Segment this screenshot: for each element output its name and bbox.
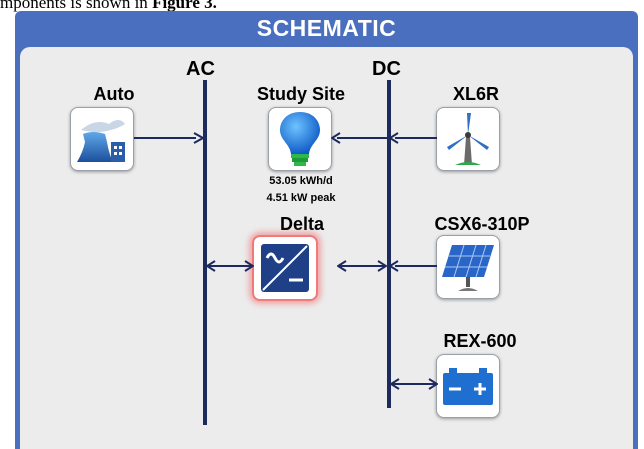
converter-label: Delta bbox=[279, 214, 324, 234]
ac-converter-connector bbox=[206, 260, 254, 272]
figure-caption: mponents is shown in Figure 3. bbox=[0, 0, 217, 12]
load-component[interactable] bbox=[268, 107, 332, 171]
solar-panel-icon bbox=[442, 244, 494, 291]
ac-bus[interactable] bbox=[203, 80, 207, 425]
load-energy: 53.05 kWh/d bbox=[269, 175, 333, 187]
battery-label: REX-600 bbox=[443, 331, 517, 351]
battery-component[interactable] bbox=[436, 354, 500, 418]
load-label: Study Site bbox=[256, 84, 345, 104]
light-bulb-icon bbox=[280, 112, 320, 166]
grid-component[interactable] bbox=[70, 107, 134, 171]
ac-bus-label: AC bbox=[186, 58, 215, 80]
power-plant-icon bbox=[77, 120, 125, 162]
wind-to-dc-connector bbox=[389, 132, 437, 144]
converter-dc-connector bbox=[337, 260, 387, 272]
panel-title: SCHEMATIC bbox=[256, 15, 397, 41]
dc-bus[interactable] bbox=[387, 80, 391, 408]
caption-text: mponents is shown in bbox=[0, 0, 153, 12]
battery-icon bbox=[443, 368, 493, 405]
converter-icon bbox=[261, 244, 309, 292]
load-peak: 4.51 kW peak bbox=[266, 192, 336, 204]
converter-component[interactable] bbox=[252, 235, 318, 301]
grid-label: Auto bbox=[93, 84, 135, 104]
dc-bus-label: DC bbox=[372, 58, 401, 80]
wind-component[interactable] bbox=[436, 107, 500, 171]
pv-to-dc-connector bbox=[389, 260, 437, 272]
caption-figure-ref: Figure 3. bbox=[152, 0, 217, 12]
schematic-panel: SCHEMATIC bbox=[15, 11, 638, 449]
dc-battery-connector bbox=[390, 378, 438, 390]
wind-label: XL6R bbox=[452, 84, 499, 104]
pv-label: CSX6-310P bbox=[434, 214, 530, 234]
pv-component[interactable] bbox=[436, 235, 500, 299]
grid-to-ac-connector bbox=[134, 132, 204, 144]
wind-turbine-icon bbox=[447, 113, 489, 165]
dc-to-load-connector bbox=[331, 132, 389, 144]
